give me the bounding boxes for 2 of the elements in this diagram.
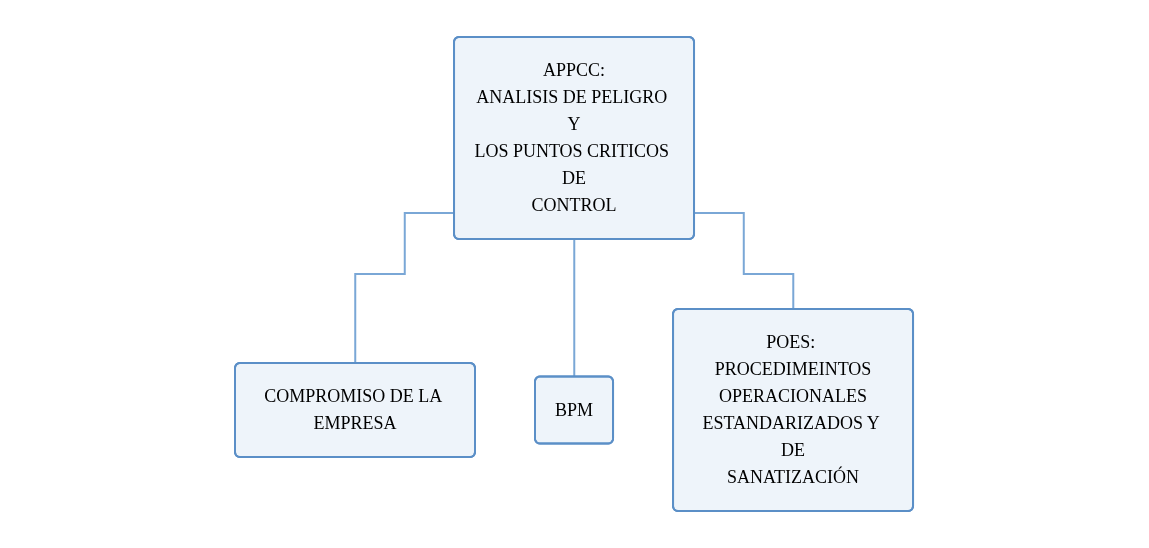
connector bbox=[694, 212, 795, 311]
connector bbox=[573, 238, 576, 378]
